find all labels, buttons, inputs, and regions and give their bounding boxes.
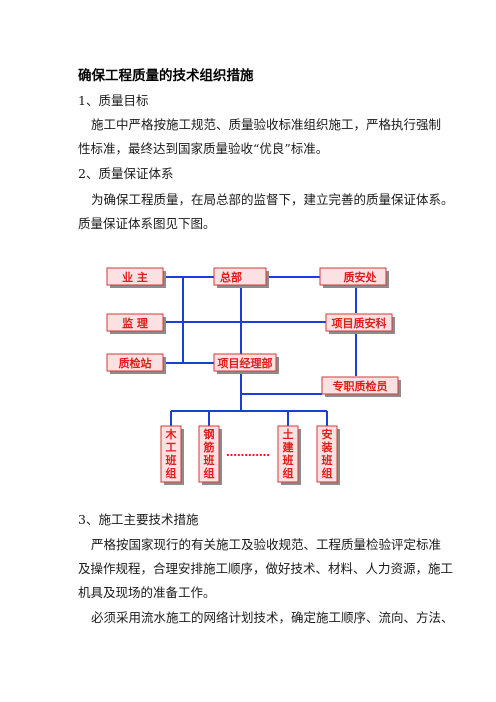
box-full-time-inspector-label: 专职质检员	[333, 379, 388, 393]
rebar-team-char: 筋	[203, 440, 215, 454]
box-owner-label: 业 主	[122, 270, 148, 284]
box-quality-inspection-station: 质检站	[106, 353, 166, 374]
box-carpentry-team: 木 工 班 组	[160, 425, 184, 485]
page-title: 确保工程质量的技术组织措施	[78, 68, 254, 84]
paragraph-line: 及操作规程，合理安排施工顺序，做好技术、材料、人力资源，施工	[78, 561, 454, 576]
paragraph-line: 施工中严格按施工规范、质量验收标准组织施工，严格执行强制	[91, 117, 442, 132]
carpentry-team-char: 工	[166, 441, 177, 454]
civil-team-char: 班	[283, 453, 294, 467]
carpentry-team-char: 班	[166, 453, 177, 467]
paragraph-line: 必须采用流水施工的网络计划技术，确定施工顺序、流向、方法、	[91, 610, 454, 625]
box-project-quality-safety-dept-label: 项目质安科	[332, 316, 387, 330]
box-quality-inspection-station-label: 质检站	[119, 356, 152, 370]
install-team-char: 装	[321, 440, 333, 454]
box-supervision-label: 监 理	[122, 316, 148, 330]
box-quality-safety-office-label: 质安处	[344, 270, 378, 284]
carpentry-team-char: 木	[165, 427, 178, 441]
box-rebar-team: 钢 筋 班 组	[198, 425, 222, 485]
civil-team-char: 建	[283, 440, 295, 454]
rebar-team-char: 组	[204, 466, 215, 480]
civil-team-char: 组	[283, 466, 294, 480]
paragraph-line: 机具及现场的准备工作。	[78, 585, 216, 600]
box-project-manager-dept: 项目经理部	[213, 353, 279, 374]
box-project-quality-safety-dept: 项目质安科	[325, 313, 395, 334]
rebar-team-char: 钢	[204, 427, 215, 441]
box-project-manager-dept-label: 项目经理部	[218, 356, 273, 370]
civil-team-char: 土	[283, 427, 294, 441]
box-owner: 业 主	[106, 267, 166, 288]
teams-ellipsis: …………	[226, 446, 270, 459]
carpentry-team-char: 组	[166, 466, 177, 480]
box-hq: 总部	[213, 267, 269, 288]
box-civil-team: 土 建 班 组	[277, 425, 301, 485]
section-3-heading: 3、施工主要技术措施	[78, 512, 199, 527]
paragraph-line: 为确保工程质量，在局总部的监督下，建立完善的质量保证体系。	[91, 192, 454, 207]
paragraph-line: 严格按国家现行的有关施工及验收规范、工程质量检验评定标准	[91, 537, 442, 552]
install-team-char: 安	[322, 427, 333, 441]
install-team-char: 组	[322, 466, 333, 480]
box-install-team: 安 装 班 组	[316, 425, 340, 485]
box-hq-label: 总部	[220, 270, 242, 284]
paragraph-line: 质量保证体系图见下图。	[78, 216, 216, 231]
paragraph-line: 性标准，最终达到国家质量验收“优良”标准。	[78, 141, 329, 156]
rebar-team-char: 班	[204, 453, 215, 467]
install-team-char: 班	[322, 453, 333, 467]
section-1-heading: 1、质量目标	[78, 93, 149, 108]
box-full-time-inspector: 专职质检员	[321, 376, 401, 397]
box-quality-safety-office: 质安处	[319, 267, 389, 288]
box-supervision: 监 理	[106, 313, 166, 334]
section-2-heading: 2、质量保证体系	[78, 166, 174, 181]
